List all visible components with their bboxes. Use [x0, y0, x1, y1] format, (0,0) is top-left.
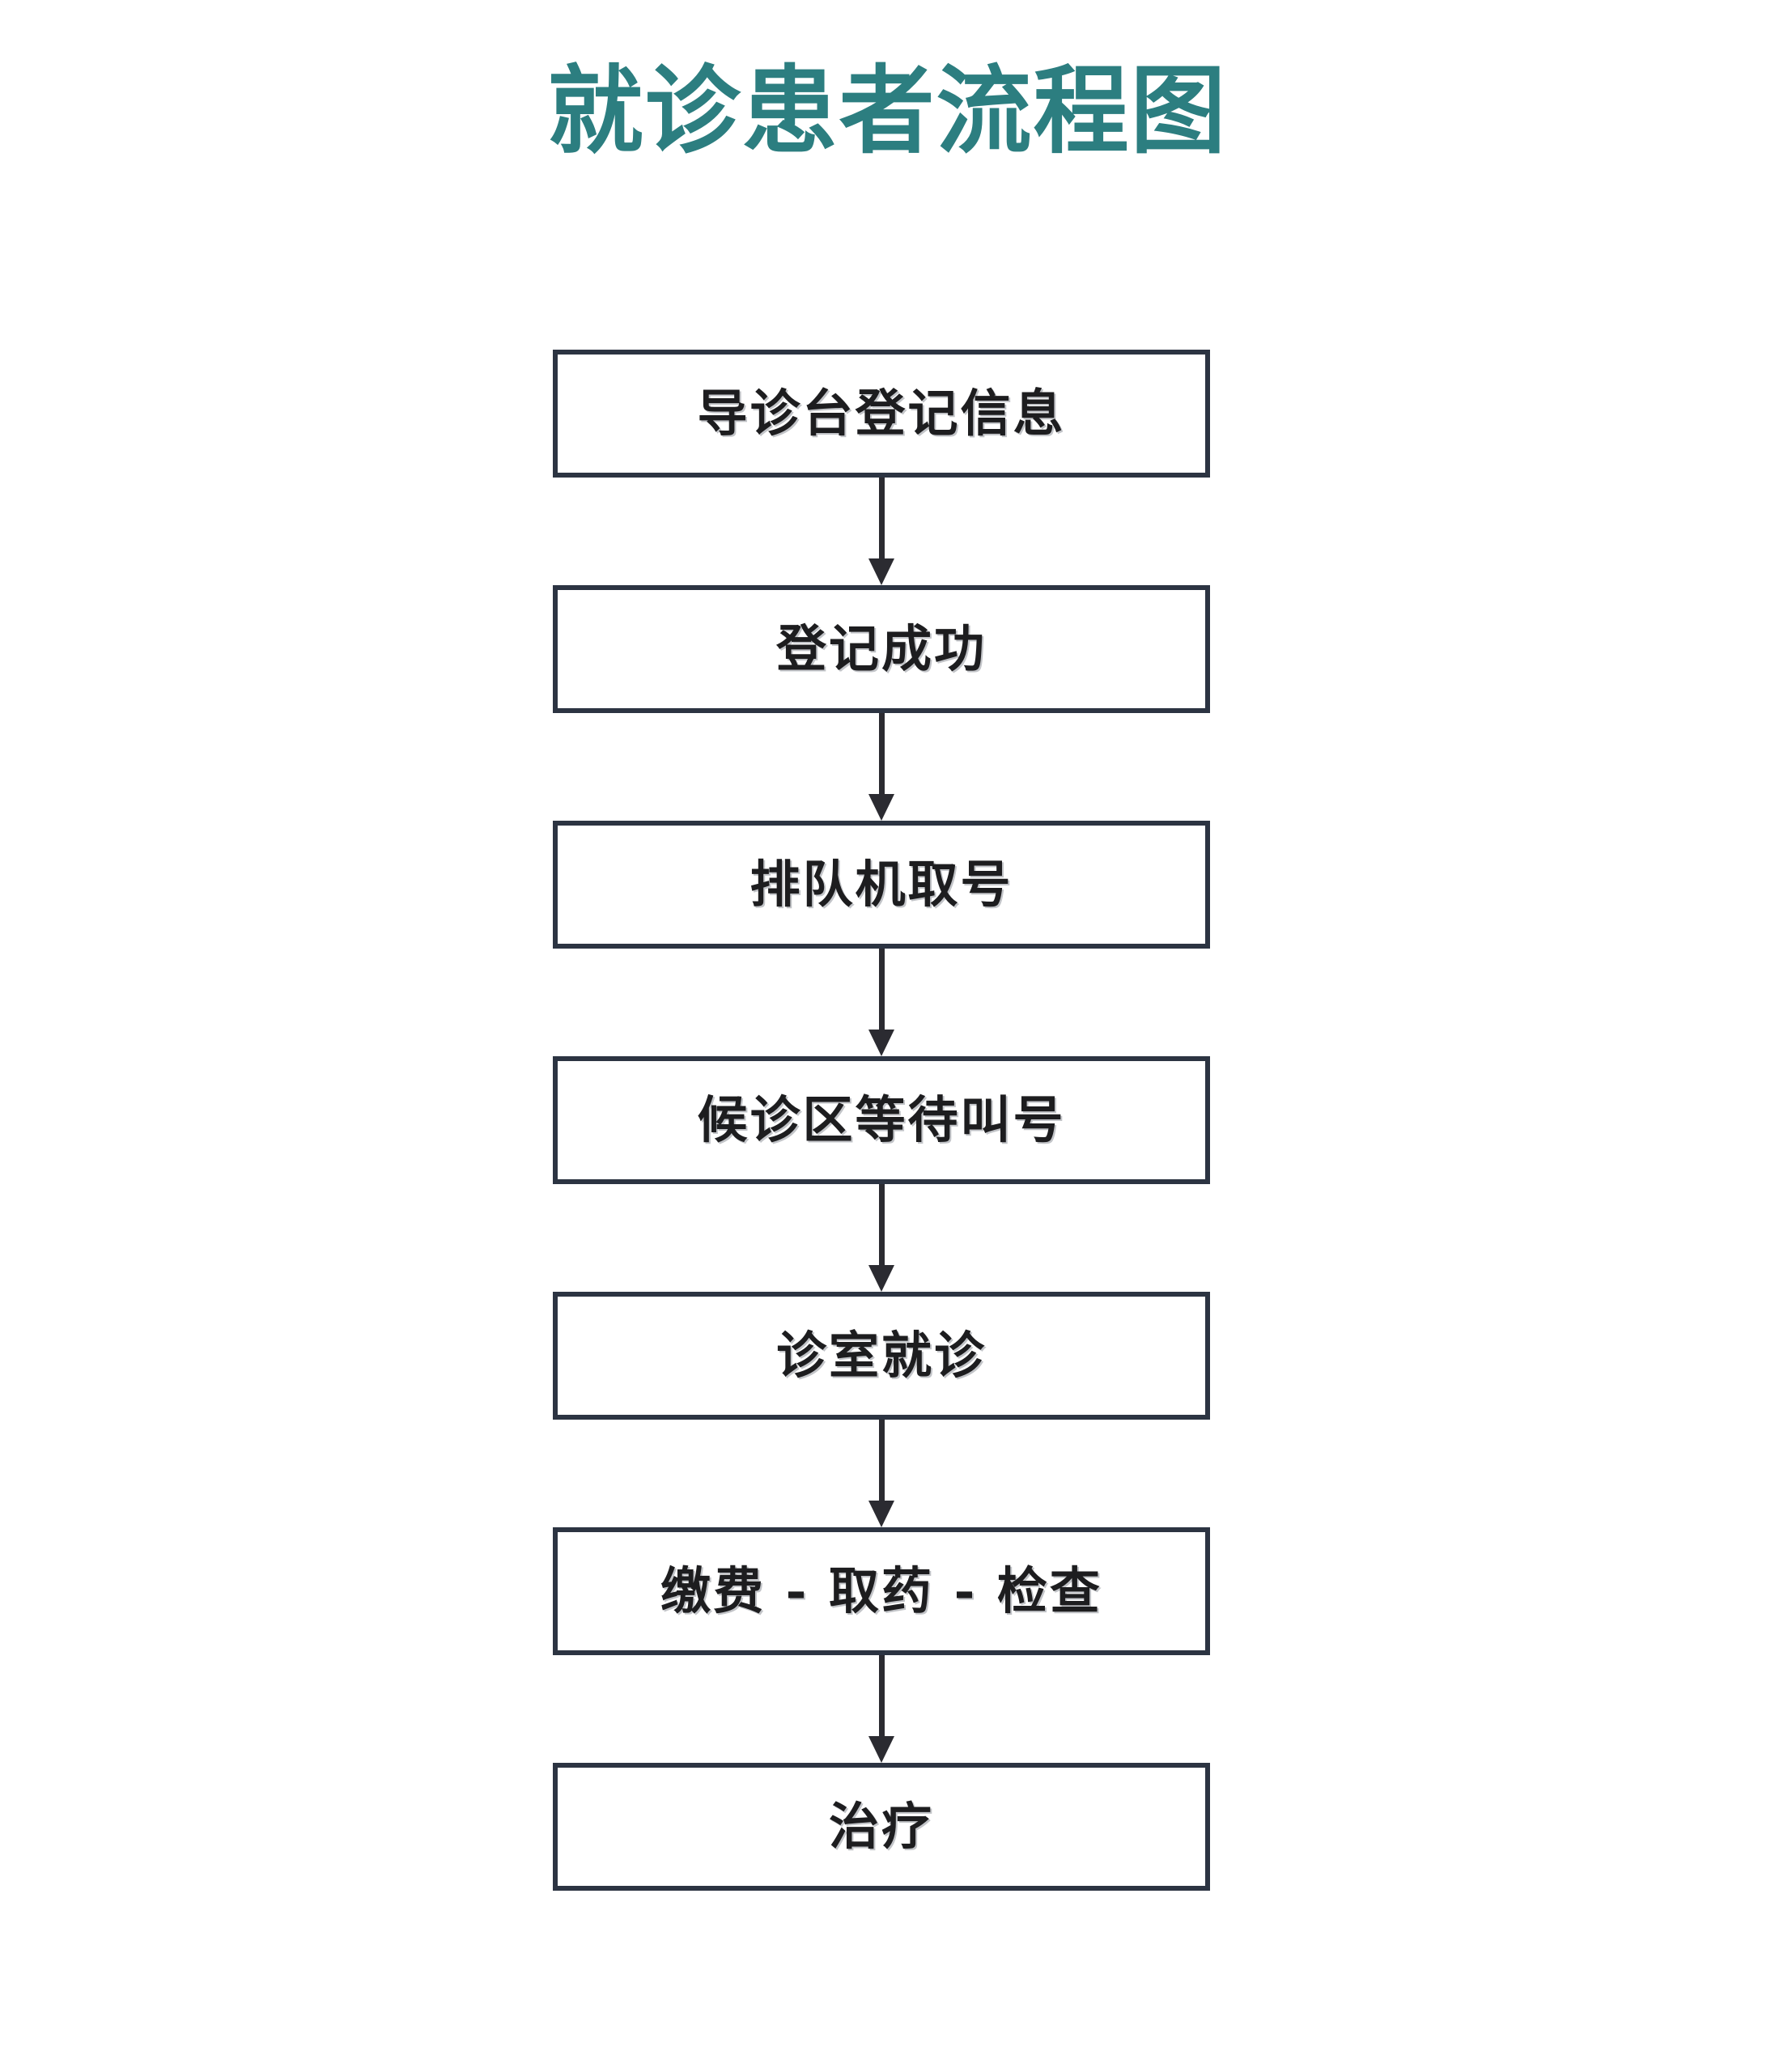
- arrow-shaft-icon: [878, 713, 885, 797]
- arrow-head-down-icon: [868, 558, 894, 585]
- arrow-head-down-icon: [868, 1030, 894, 1056]
- flow-arrow-6-to-7: [553, 1655, 1210, 1763]
- arrow-shaft-icon: [878, 1184, 885, 1268]
- flow-node-3-label: 排队机取号: [749, 855, 1013, 915]
- arrow-head-down-icon: [868, 794, 894, 821]
- page-title: 就诊患者流程图: [547, 55, 1228, 167]
- flow-node-2-label: 登记成功: [775, 619, 987, 679]
- arrow-shaft-icon: [878, 478, 885, 562]
- flow-node-5-label: 诊室就诊: [775, 1326, 987, 1386]
- arrow-head-down-icon: [868, 1501, 894, 1527]
- flow-arrow-3-to-4: [553, 949, 1210, 1056]
- flow-arrow-4-to-5: [553, 1184, 1210, 1292]
- flow-node-2[interactable]: 登记成功: [553, 585, 1210, 713]
- arrow-shaft-icon: [878, 1655, 885, 1739]
- flow-node-7-label: 治疗: [828, 1797, 934, 1857]
- arrow-head-down-icon: [868, 1736, 894, 1763]
- flow-node-6-label: 缴费 - 取药 - 检查: [660, 1561, 1102, 1621]
- flow-node-6[interactable]: 缴费 - 取药 - 检查: [553, 1527, 1210, 1655]
- flow-node-7[interactable]: 治疗: [553, 1763, 1210, 1891]
- flow-arrow-5-to-6: [553, 1420, 1210, 1527]
- arrow-shaft-icon: [878, 949, 885, 1033]
- arrow-head-down-icon: [868, 1265, 894, 1292]
- flow-node-4-label: 候诊区等待叫号: [697, 1090, 1066, 1150]
- flow-node-3[interactable]: 排队机取号: [553, 821, 1210, 949]
- flow-node-5[interactable]: 诊室就诊: [553, 1292, 1210, 1420]
- flowchart-container: 导诊台登记信息 登记成功 排队机取号 候诊区等待叫号: [553, 350, 1210, 1891]
- flow-arrow-1-to-2: [553, 478, 1210, 585]
- flow-node-1-label: 导诊台登记信息: [697, 384, 1066, 444]
- flow-node-1[interactable]: 导诊台登记信息: [553, 350, 1210, 478]
- flow-node-4[interactable]: 候诊区等待叫号: [553, 1056, 1210, 1184]
- flow-arrow-2-to-3: [553, 713, 1210, 821]
- arrow-shaft-icon: [878, 1420, 885, 1504]
